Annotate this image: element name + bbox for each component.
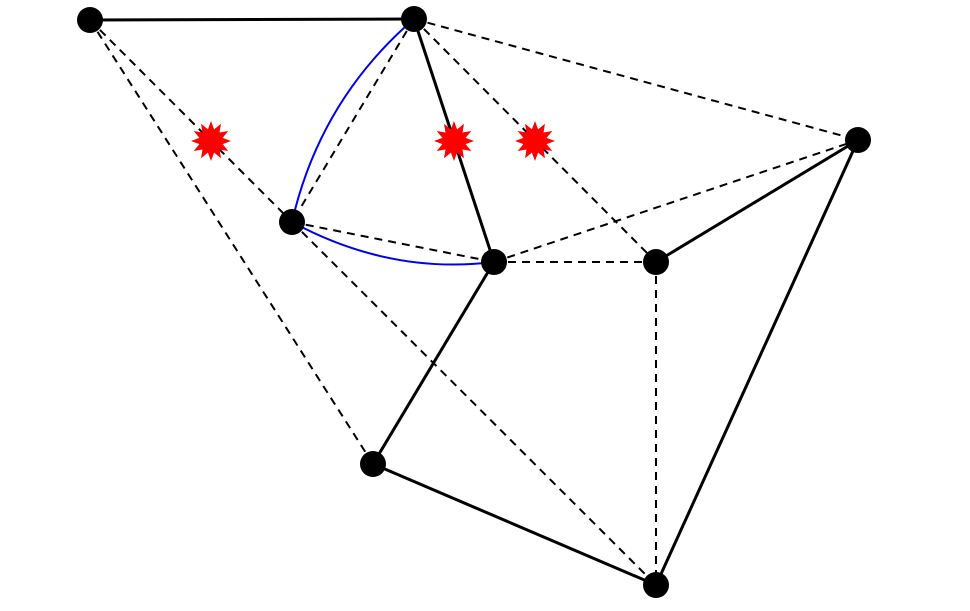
vertex-v8 <box>643 572 669 598</box>
dashed-edge-v3-v8 <box>291 221 657 586</box>
dashed-edge-v3-v4 <box>291 221 495 263</box>
curved-edge-v2-v3 <box>291 18 415 223</box>
dashed-edge-v1-v7 <box>89 19 374 465</box>
vertex-v4 <box>481 249 507 275</box>
vertices <box>77 6 871 598</box>
dashed-edge-v2-v3 <box>291 18 415 223</box>
vertex-v3 <box>279 209 305 235</box>
vertex-v5 <box>845 127 871 153</box>
markers <box>191 121 555 161</box>
dashed-edge-v4-v5 <box>493 139 859 263</box>
dashed-edge-v2-v5 <box>413 18 859 141</box>
solid-edges <box>89 17 860 587</box>
solid-edge-v1-v2 <box>89 17 415 22</box>
vertex-v1 <box>77 7 103 33</box>
vertex-v7 <box>360 451 386 477</box>
vertex-v6 <box>643 249 669 275</box>
solid-edge-v8-v5 <box>654 139 860 586</box>
red-star-burst-icon <box>434 121 474 161</box>
solid-edge-v4-v7 <box>371 261 496 465</box>
solid-edge-v7-v8 <box>372 462 657 587</box>
red-star-burst-icon <box>515 121 555 161</box>
solid-edge-v5-v6 <box>655 138 859 264</box>
curved-edge-v3-v4 <box>291 221 495 266</box>
red-star-burst-icon <box>191 121 231 161</box>
dashed-edges <box>89 18 859 586</box>
curved-edges <box>291 18 495 266</box>
vertex-v2 <box>401 6 427 32</box>
dashed-edge-v1-v3 <box>89 19 293 223</box>
